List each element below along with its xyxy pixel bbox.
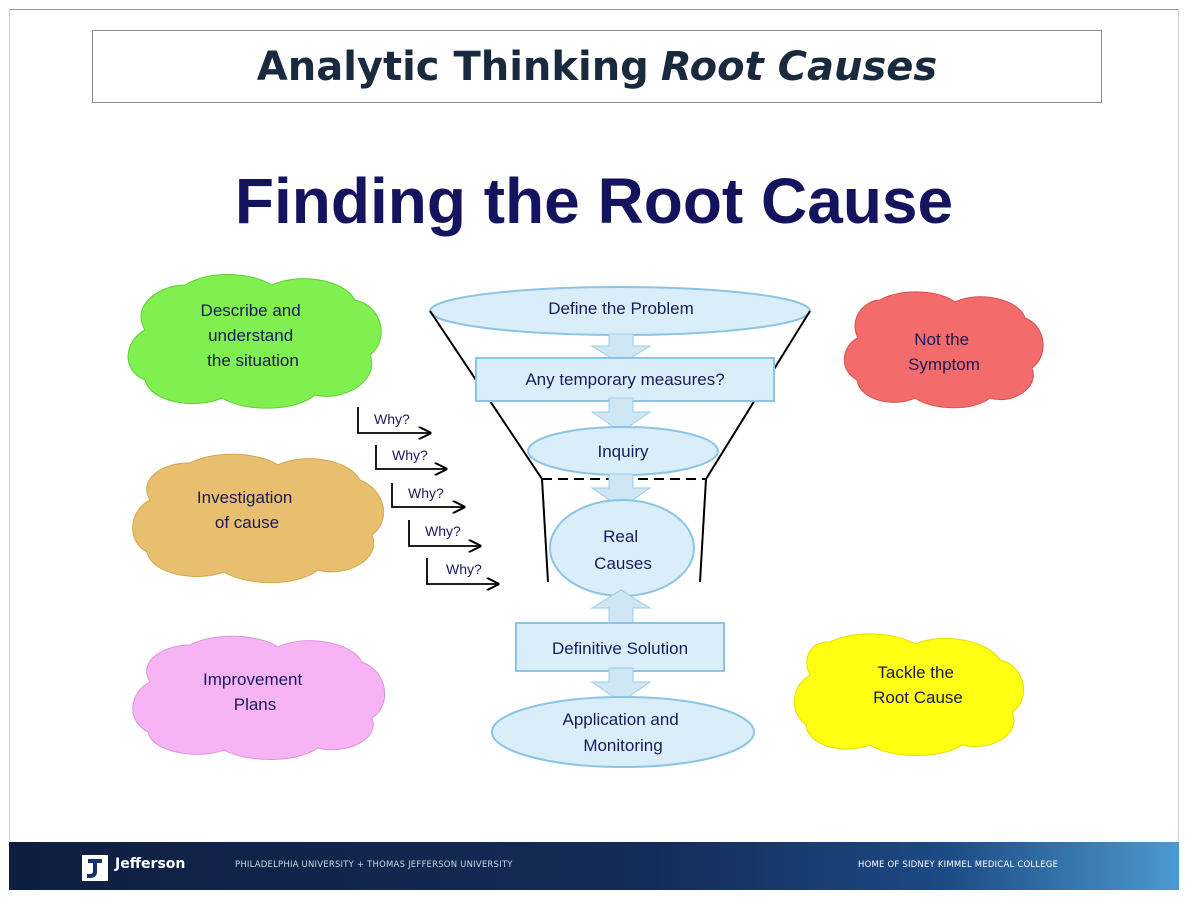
cloud-tackle: Tackle the Root Cause: [793, 633, 1025, 756]
application-line2: Monitoring: [583, 736, 662, 755]
cloud-tackle-line2: Root Cause: [873, 688, 963, 707]
cloud-investigation: Investigation of cause: [132, 453, 385, 584]
cloud-improvement-line1: Improvement: [203, 670, 302, 689]
root-cause-diagram: Describe and understand the situation In…: [127, 274, 1044, 768]
why-label-4: Why?: [425, 523, 461, 539]
real-causes-line1: Real: [603, 527, 638, 546]
cloud-investigation-line2: of cause: [215, 513, 279, 532]
svg-text:Inquiry: Inquiry: [597, 442, 649, 461]
cloud-describe-line2: understand: [208, 326, 293, 345]
footer-tagline: HOME OF SIDNEY KIMMEL MEDICAL COLLEGE: [858, 860, 1059, 870]
application-ellipse: [491, 696, 755, 768]
definitive-solution-box: [515, 622, 725, 672]
header-title-italic: Root Causes: [660, 43, 938, 90]
why-arrow-5: Why?: [426, 558, 498, 584]
cloud-improvement: Improvement Plans: [132, 635, 386, 760]
cloud-describe-line3: the situation: [207, 351, 299, 370]
svg-text:Real Causes: Real Causes: [594, 527, 652, 573]
real-causes-ellipse: [549, 499, 695, 597]
slide-frame: [9, 9, 1179, 841]
footer-universities: PHILADELPHIA UNIVERSITY + THOMAS JEFFERS…: [235, 860, 513, 870]
cloud-improvement-line2: Plans: [234, 695, 277, 714]
funnel: Define the Problem Any temporary measure…: [429, 286, 811, 768]
real-causes-line2: Causes: [594, 554, 652, 573]
cloud-describe-line1: Describe and: [201, 301, 301, 320]
definitive-solution-label: Definitive Solution: [552, 639, 688, 658]
svg-text:Describe and understand: Describe and understand the situation: [201, 301, 306, 370]
footer-brand: Jefferson: [115, 856, 186, 872]
cloud-not-symptom-line2: Symptom: [908, 355, 980, 374]
svg-text:Application and Monitori: Application and Monitoring: [563, 710, 684, 755]
down-arrow-3: [590, 473, 652, 509]
jefferson-logo-icon: [82, 855, 108, 881]
main-title: Finding the Root Cause: [234, 165, 954, 237]
why-label-3: Why?: [408, 485, 444, 501]
define-problem-label: Define the Problem: [548, 299, 694, 318]
why-arrow-3: Why?: [391, 483, 464, 507]
cloud-not-symptom: Not the Symptom: [843, 291, 1044, 409]
why-arrow-1: Why?: [357, 407, 430, 433]
header-title-plain: Analytic Thinking: [256, 43, 649, 90]
inquiry-label: Inquiry: [597, 442, 649, 461]
down-arrow-1: [590, 333, 652, 365]
svg-text:Not the Symptom: Not the Symptom: [908, 330, 980, 374]
svg-text:Definitive Solution: Definitive Solution: [552, 639, 688, 658]
svg-text:Define the Problem: Define the Problem: [548, 299, 694, 318]
why-label-5: Why?: [446, 561, 482, 577]
cloud-not-symptom-line1: Not the: [914, 330, 969, 349]
temporary-measures-box: [475, 357, 775, 402]
svg-text:Improvement Plans: Improvement Plans: [203, 670, 307, 714]
cloud-tackle-line1: Tackle the: [877, 663, 954, 682]
down-arrow-4: [590, 667, 652, 703]
svg-text:Investigation of cause: Investigation of cause: [197, 488, 297, 532]
why-arrow-2: Why?: [375, 445, 446, 469]
why-arrow-4: Why?: [408, 520, 480, 546]
why-label-2: Why?: [392, 447, 428, 463]
svg-text:Any temporary measures?: Any temporary measures?: [525, 370, 724, 389]
down-arrow-2: [590, 397, 652, 433]
cloud-describe: Describe and understand the situation: [127, 274, 382, 409]
why-label-1: Why?: [374, 411, 410, 427]
svg-text:Tackle the Root Cause: Tackle the Root Cause: [873, 663, 963, 707]
footer-bar: Jefferson PHILADELPHIA UNIVERSITY + THOM…: [9, 842, 1179, 890]
application-line1: Application and: [563, 710, 679, 729]
why-arrows: Why? Why? Why? Why? Why?: [357, 407, 498, 584]
temporary-measures-label: Any temporary measures?: [525, 370, 724, 389]
cloud-investigation-line1: Investigation: [197, 488, 292, 507]
header-box: Analytic Thinking Root Causes: [92, 30, 1102, 103]
